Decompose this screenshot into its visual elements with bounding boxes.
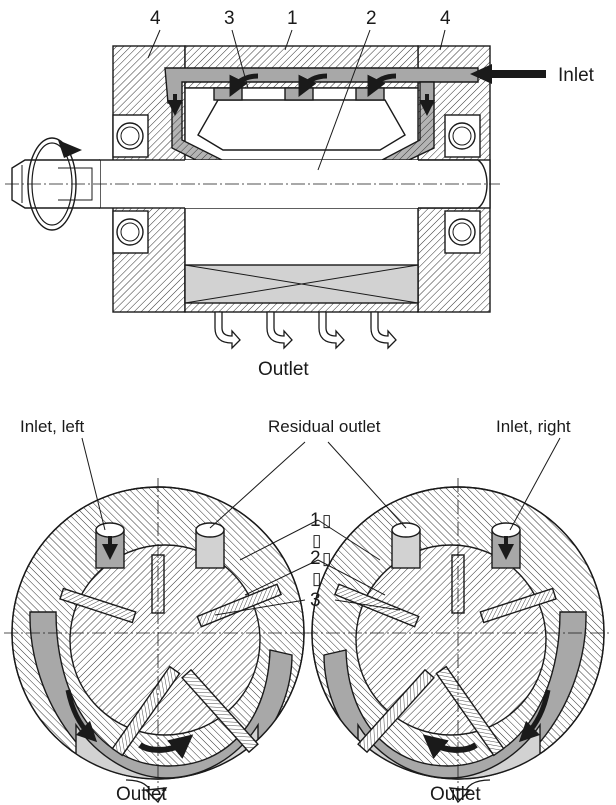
outlet-left-label: Outlet [116, 784, 167, 805]
part-number-1-bottom: 1 [310, 510, 321, 531]
cross-section-right [304, 478, 612, 804]
part-number-4-right: 4 [440, 8, 451, 29]
residual-outlet-label: Residual outlet [268, 417, 381, 436]
rotor-right [355, 544, 547, 736]
part-number-3: 3 [224, 8, 235, 29]
inlet-arrow [470, 64, 546, 84]
bearing-bottom-left [112, 210, 149, 254]
missing-glyph-1b: ▯ [312, 531, 321, 550]
inlet-left-label: Inlet, left [20, 417, 85, 436]
inlet-label: Inlet [558, 65, 595, 86]
part-number-4-left: 4 [150, 8, 161, 29]
outlet-arrows [214, 311, 397, 350]
missing-glyph-2: ▯ [322, 549, 331, 568]
outlet-label: Outlet [258, 359, 309, 380]
rotor-left [69, 544, 261, 736]
inlet-port-right [491, 522, 521, 569]
bearing-bottom-right [444, 210, 481, 254]
bottom-labels: Inlet, left Residual outlet Inlet, right… [20, 417, 571, 805]
inlet-right-label: Inlet, right [496, 417, 571, 436]
rotation-arrow-icon [27, 137, 82, 231]
missing-glyph-2b: ▯ [312, 569, 321, 588]
cross-section-left [4, 478, 312, 804]
part-number-1: 1 [287, 8, 298, 29]
part-number-3-bottom: 3 [310, 590, 321, 611]
outlet-right-label: Outlet [430, 784, 481, 805]
residual-port-left [195, 522, 225, 569]
part-number-2-bottom: 2 [310, 548, 321, 569]
longitudinal-section: 4 3 1 2 4 Inlet Outlet [5, 8, 595, 380]
residual-port-right [391, 522, 421, 569]
inlet-port-left [95, 522, 125, 569]
bearing-top-right [444, 114, 481, 158]
bearing-top-left [112, 114, 149, 158]
missing-glyph-1: ▯ [322, 511, 331, 530]
part-number-2: 2 [366, 8, 377, 29]
